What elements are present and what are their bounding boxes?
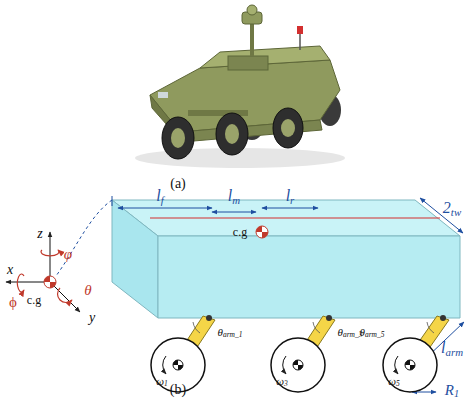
- wheel-rotation-arcs: [163, 356, 398, 374]
- origin-cg-marker: [44, 276, 56, 288]
- dimension-label: 2tw: [443, 200, 461, 216]
- wheel-speed-label: ω3: [276, 376, 288, 387]
- axis-label: x: [7, 263, 13, 277]
- coordinate-frame: [6, 200, 112, 312]
- arm-angle-label: θarm_3: [338, 327, 363, 338]
- robot-vehicle: [135, 5, 345, 168]
- cg-label: c.g: [27, 294, 41, 306]
- arm-angle-label: θarm_1: [218, 327, 243, 338]
- cg-label: c.g: [233, 226, 247, 238]
- dimension-label: lm: [228, 188, 240, 204]
- angle-label: θ: [84, 283, 91, 298]
- arm-joints: [206, 315, 446, 321]
- axis-label: y: [89, 311, 95, 325]
- wheel-centers: [173, 360, 415, 370]
- rotation-arcs: [17, 250, 72, 302]
- angle-label: ϕ: [9, 295, 17, 310]
- radius-label: R1: [445, 383, 459, 398]
- wheel-speed-label: ω1: [156, 376, 168, 387]
- dimension-label: lr: [286, 188, 295, 204]
- axis-label: z: [37, 227, 42, 241]
- wheels: [151, 338, 437, 392]
- panel-label: (a): [170, 177, 186, 191]
- vehicle-body-box: [112, 200, 460, 318]
- arm-angle-label: θarm_5: [360, 327, 385, 338]
- dimension-label: lf: [156, 188, 163, 204]
- angle-label: φ: [64, 247, 72, 262]
- wheel-speed-label: ω5: [388, 376, 400, 387]
- dimension-label: larm: [441, 340, 463, 356]
- dimension-lines: [112, 196, 464, 392]
- panel-label: (b): [170, 383, 186, 397]
- cg-marker: [256, 226, 268, 238]
